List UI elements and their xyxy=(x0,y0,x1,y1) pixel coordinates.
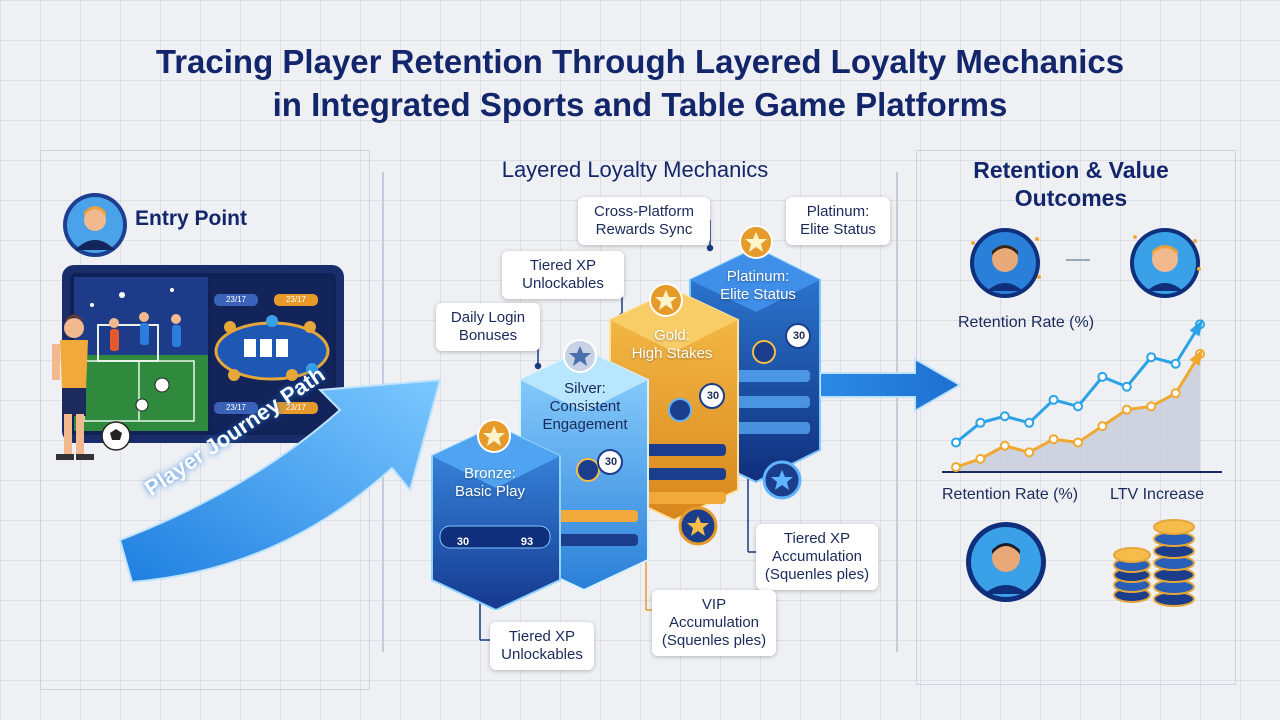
retention-point xyxy=(975,417,986,428)
retention-point xyxy=(1048,394,1059,405)
outcomes-panel-frame xyxy=(916,150,1236,685)
screen-button-2[interactable]: 23/17 xyxy=(274,294,318,306)
bronze-pillar xyxy=(431,424,561,610)
gold-tier-name: Gold: xyxy=(654,327,690,344)
entry-avatar xyxy=(63,193,127,257)
entry-point-label: Entry Point xyxy=(135,207,248,230)
divider-right xyxy=(896,172,898,652)
retention-point xyxy=(1121,381,1132,392)
retention-point xyxy=(951,437,961,448)
happy-player-avatar-2 xyxy=(1130,228,1201,298)
platform-tablet-illustration xyxy=(62,265,344,443)
callout-vip-accumulation: VIP Accumulation (Squenles ples) xyxy=(652,590,776,656)
silver-tier-name: Silver: xyxy=(564,380,606,397)
bronze-badge-value-1: 30 xyxy=(456,536,470,548)
loyalty-section-title: Layered Loyalty Mechanics xyxy=(501,157,769,182)
legend-retention: Retention Rate (%) xyxy=(942,486,1079,503)
outcomes-section-title: Retention & Value Outcomes xyxy=(973,157,1169,211)
soccer-ball-icon xyxy=(101,421,131,451)
callout-platinum-elite: Platinum: Elite Status xyxy=(786,197,890,245)
platinum-tier-label: Platinum: Elite Status xyxy=(694,268,822,304)
legend-ltv: LTV Increase xyxy=(1110,486,1204,503)
ltv-point xyxy=(1170,388,1181,399)
retention-point xyxy=(999,411,1010,422)
retention-point xyxy=(1073,401,1083,412)
ltv-point xyxy=(1097,421,1108,432)
ltv-point xyxy=(975,453,986,464)
ltv-point xyxy=(1048,434,1059,445)
callout-tiered-xp-unlockables-bottom: Tiered XP Unlockables xyxy=(490,622,594,670)
bronze-badge-value-2: 93 xyxy=(520,536,534,548)
retention-chart xyxy=(942,319,1222,473)
ltv-area-fill xyxy=(956,353,1200,472)
platinum-tier-name: Platinum: xyxy=(726,268,790,285)
callout-daily-login: Daily Login Bonuses xyxy=(436,303,540,351)
title-line-2: in Integrated Sports and Table Game Plat… xyxy=(272,86,1008,123)
loyalty-pillars-diagram xyxy=(431,225,821,610)
screen-button-4[interactable]: 23/17 xyxy=(274,402,318,414)
star-badges xyxy=(477,225,802,546)
retention-point xyxy=(1097,371,1108,382)
callout-vip-accumulation-sub: (Squenles ples) xyxy=(661,632,767,649)
callout-cross-platform-sync: Cross-Platform Rewards Sync xyxy=(578,197,710,245)
callout-tiered-xp-unlockables-top: Tiered XP Unlockables xyxy=(502,251,624,299)
gold-tier-label: Gold: High Stakes xyxy=(612,327,732,363)
retention-point xyxy=(1146,352,1157,363)
platinum-tier-desc: Elite Status xyxy=(720,286,796,303)
silver-tier-label: Silver: Consistent Engagement xyxy=(520,380,650,434)
player-journey-arrow xyxy=(118,378,442,584)
ltv-point xyxy=(1073,437,1083,448)
page-title: Tracing Player Retention Through Layered… xyxy=(0,40,1280,126)
ltv-point xyxy=(1121,404,1132,415)
title-line-1: Tracing Player Retention Through Layered… xyxy=(155,43,1125,80)
silver-badge-value: 30 xyxy=(604,456,618,468)
bronze-tier-name: Bronze: xyxy=(464,465,516,482)
callout-tiered-xp-accumulation-title: Tiered XP Accumulation xyxy=(771,530,863,565)
callout-tiered-xp-accumulation: Tiered XP Accumulation (Squenles ples) xyxy=(756,524,878,590)
bronze-tier-label: Bronze: Basic Play xyxy=(430,465,550,501)
ltv-point xyxy=(1024,447,1035,458)
ltv-point xyxy=(1146,401,1157,412)
screen-button-1[interactable]: 23/17 xyxy=(214,294,258,306)
avatar-connector xyxy=(1066,259,1090,261)
callout-vip-accumulation-title: VIP Accumulation xyxy=(668,596,760,631)
gold-badge-value: 30 xyxy=(706,390,720,402)
retention-point xyxy=(1024,417,1035,428)
happy-player-avatar-1 xyxy=(970,228,1041,298)
ltv-point xyxy=(999,440,1010,451)
coin-stacks-icon xyxy=(1113,519,1195,607)
gold-tier-desc: High Stakes xyxy=(631,345,713,362)
ltv-point xyxy=(951,462,961,473)
series-arrowhead-ltv xyxy=(1189,348,1204,366)
player-figure xyxy=(52,314,94,460)
silver-tier-desc: Consistent Engagement xyxy=(542,398,628,433)
series-arrowhead-retention xyxy=(1189,319,1204,337)
screen-button-3[interactable]: 23/17 xyxy=(214,402,258,414)
happy-player-avatar-3 xyxy=(966,522,1046,602)
outcome-arrow xyxy=(820,357,962,413)
platinum-badge-value: 30 xyxy=(792,330,806,342)
retention-point xyxy=(1170,358,1181,369)
chart-title: Retention Rate (%) xyxy=(958,314,1095,331)
bronze-tier-desc: Basic Play xyxy=(454,483,526,500)
callout-tiered-xp-accumulation-sub: (Squenles ples) xyxy=(764,566,870,583)
pillar-chips xyxy=(576,323,811,482)
